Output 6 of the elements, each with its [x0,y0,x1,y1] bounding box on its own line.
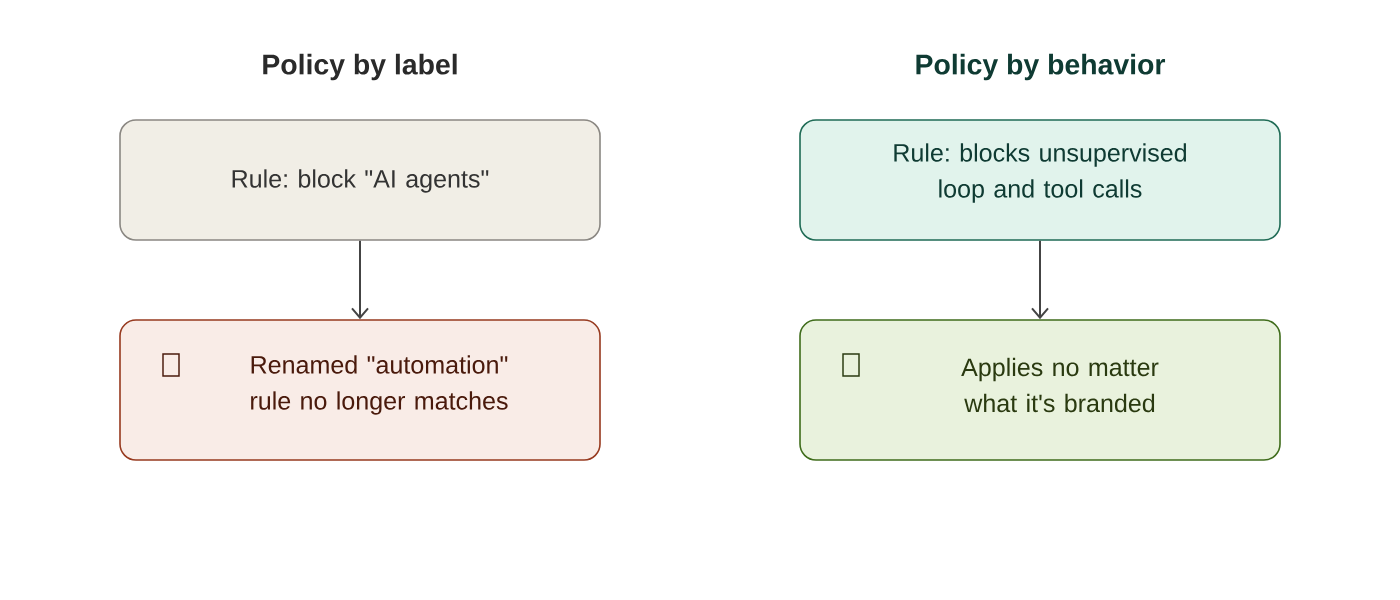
result-box: Applies no matter what it's branded [799,319,1281,461]
result-box: Renamed "automation" rule no longer matches [119,319,601,461]
column-heading: Policy by label [263,53,457,81]
arrow [351,239,369,320]
column-heading: Policy by behavior [916,53,1166,81]
arrow [1031,239,1049,320]
